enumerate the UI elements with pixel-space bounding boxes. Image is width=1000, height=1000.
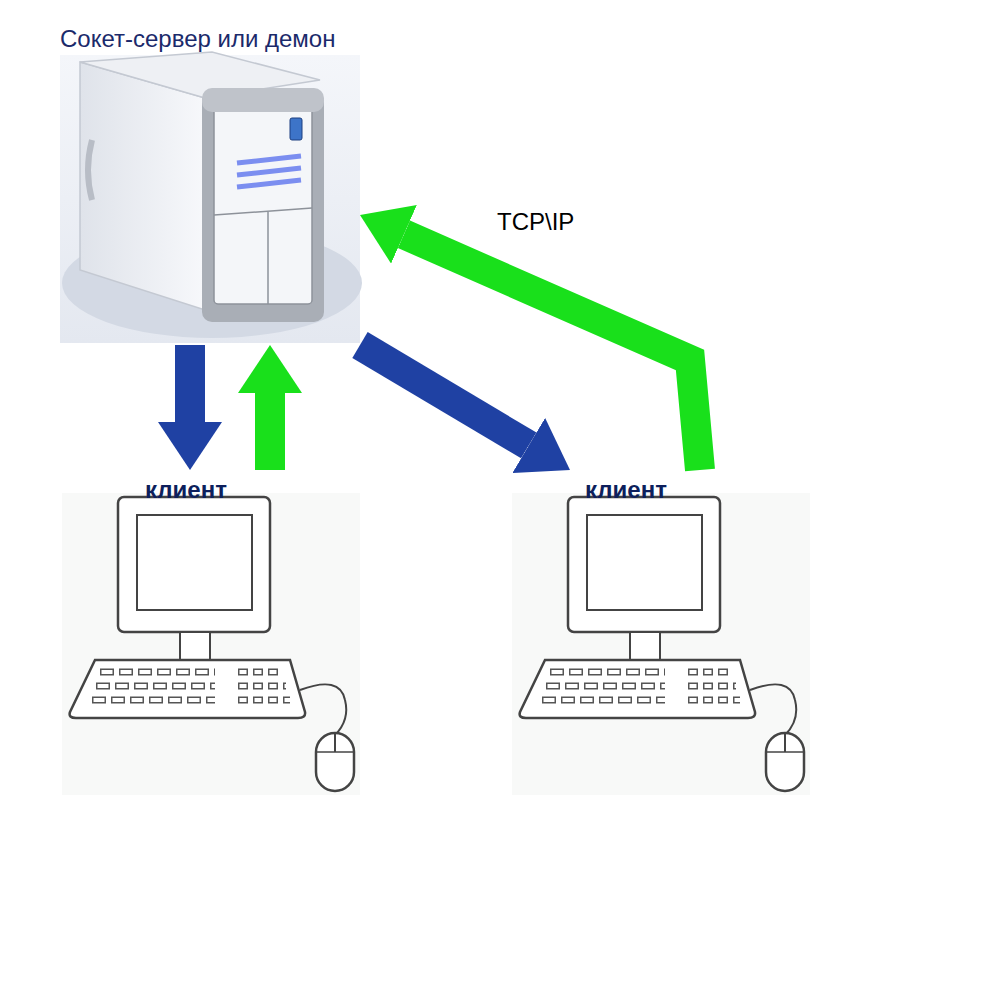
block-arrow [255,393,285,470]
client-node: клиент [510,470,810,795]
client-label: клиент [145,476,227,504]
client-label: клиент [585,476,667,504]
block-arrow [404,234,700,470]
block-arrow [175,345,205,422]
server-label: Сокет-сервер или демон [60,25,335,53]
block-arrow [360,345,529,445]
server-node: Сокет-сервер или демон [60,25,360,345]
server-picture [60,52,362,343]
protocol-label: TCP\IP [497,208,574,236]
client-node: клиент [60,470,360,795]
client-picture [62,493,360,795]
client-picture [512,493,810,795]
